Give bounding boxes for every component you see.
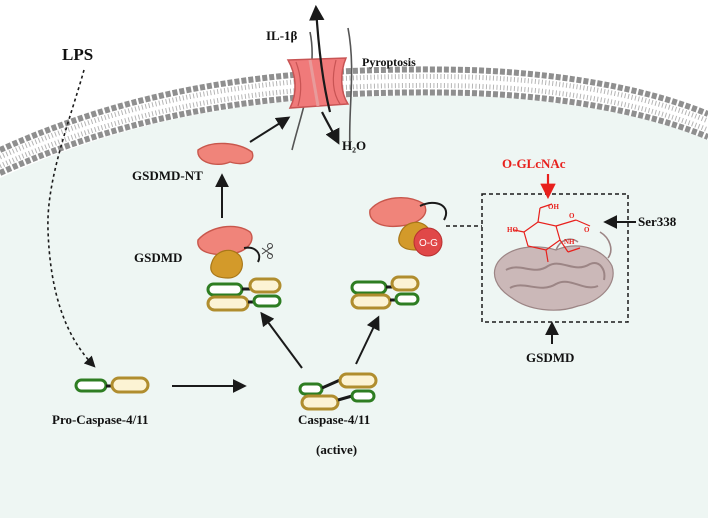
gsdmd-nt-fragment bbox=[197, 142, 254, 166]
gsdmd-label-left: GSDMD bbox=[134, 250, 182, 265]
glycan-atom-oh: OH bbox=[548, 203, 559, 211]
gsdmd-structure-label: GSDMD bbox=[526, 350, 574, 365]
pro-caspase-dimer bbox=[74, 376, 150, 394]
cleavage-arrow bbox=[260, 311, 303, 369]
scissors-icon bbox=[261, 243, 273, 259]
ser338-label: Ser338 bbox=[638, 214, 677, 229]
gsdmd-nt-label: GSDMD-NT bbox=[132, 168, 203, 183]
gsdmd-pore bbox=[286, 57, 350, 109]
caspase-label: Caspase-4/11 bbox=[298, 412, 370, 427]
o-glcnac-glycan bbox=[513, 203, 591, 263]
o-glcnac-label: O-GLcNAc bbox=[502, 156, 566, 171]
gsdmd-caspase-complex bbox=[197, 225, 282, 312]
glycosylation-path-arrow bbox=[355, 315, 380, 365]
membrane-outer-leaflet bbox=[0, 66, 708, 153]
active-label: (active) bbox=[316, 442, 357, 457]
il1b-release-arrow bbox=[309, 4, 332, 113]
pro-caspase-label: Pro-Caspase-4/11 bbox=[52, 412, 149, 427]
glycan-atom-o: O bbox=[569, 212, 575, 220]
h2o-label: H₂O bbox=[342, 138, 366, 153]
lps-label: LPS bbox=[62, 45, 93, 64]
o-glcnac-gsdmd bbox=[369, 197, 447, 257]
glycan-atom-ho: HO bbox=[507, 226, 518, 234]
active-caspase-tetramer bbox=[298, 372, 378, 411]
caspase-tetramer-right bbox=[350, 275, 420, 310]
glycan-atom-o-right: O bbox=[584, 226, 590, 234]
glycan-atom-nh: NH bbox=[564, 238, 575, 246]
o-g-badge: O-G bbox=[419, 238, 438, 249]
pyroptosis-label: Pyroptosis bbox=[362, 55, 416, 69]
membrane-inner-leaflet bbox=[0, 89, 708, 176]
pore-channel-line bbox=[347, 27, 353, 149]
pore-formation-arrow bbox=[249, 116, 291, 143]
lps-signal-path bbox=[47, 69, 96, 368]
h2o-influx-arrow bbox=[321, 111, 340, 145]
il1b-label: IL-1β bbox=[266, 28, 298, 43]
